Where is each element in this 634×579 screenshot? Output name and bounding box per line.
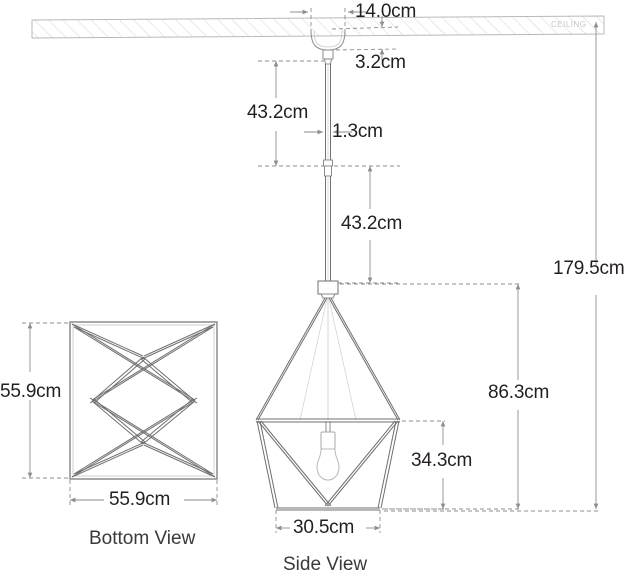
dim-bottom-width (69, 480, 218, 505)
dim-canopy-width (290, 8, 366, 33)
dim-label-lower-cage-height: 34.3cm (411, 450, 473, 471)
lower-rod (325, 176, 331, 281)
dim-label-lower-rod: 43.2cm (341, 213, 403, 234)
dim-label-bottom-width: 55.9cm (109, 489, 171, 510)
light-bulb (316, 421, 340, 481)
shade-hub (317, 280, 339, 299)
side-view-geometry (255, 29, 401, 511)
bottom-view-label: Bottom View (89, 528, 196, 549)
bottom-view-geometry (69, 321, 218, 480)
canopy-collar (322, 49, 334, 65)
dim-label-rod-diameter: 1.3cm (332, 121, 383, 142)
dimension-lines (22, 8, 600, 533)
dim-label-overall-height: 179.5cm (553, 258, 625, 279)
dim-lower-cage-height (384, 420, 446, 510)
upper-cage (255, 297, 401, 421)
dim-overall-height (384, 22, 600, 512)
dim-label-bottom-depth: 55.9cm (0, 381, 62, 402)
dim-bottom-depth (22, 322, 68, 479)
side-view-label: Side View (283, 554, 368, 575)
dim-canopy-height (331, 16, 399, 61)
bottom-bracing (71, 323, 216, 478)
lower-cage (256, 420, 400, 511)
dim-upper-rod (258, 60, 324, 167)
rod-joint (323, 159, 333, 177)
dim-shade-width (275, 510, 381, 533)
upper-rod (325, 64, 331, 160)
dim-label-upper-rod: 43.2cm (247, 102, 309, 123)
cage-equator (256, 418, 400, 423)
dim-label-shade-width: 30.5cm (293, 517, 355, 538)
ceiling-band (31, 15, 605, 39)
dim-label-canopy-width: 14.0cm (355, 1, 417, 22)
dim-label-canopy-height: 3.2cm (355, 52, 406, 73)
dim-label-shade-height: 86.3cm (488, 382, 550, 403)
ceiling-label: CEILING (551, 20, 587, 29)
dim-lower-rod (334, 165, 400, 284)
